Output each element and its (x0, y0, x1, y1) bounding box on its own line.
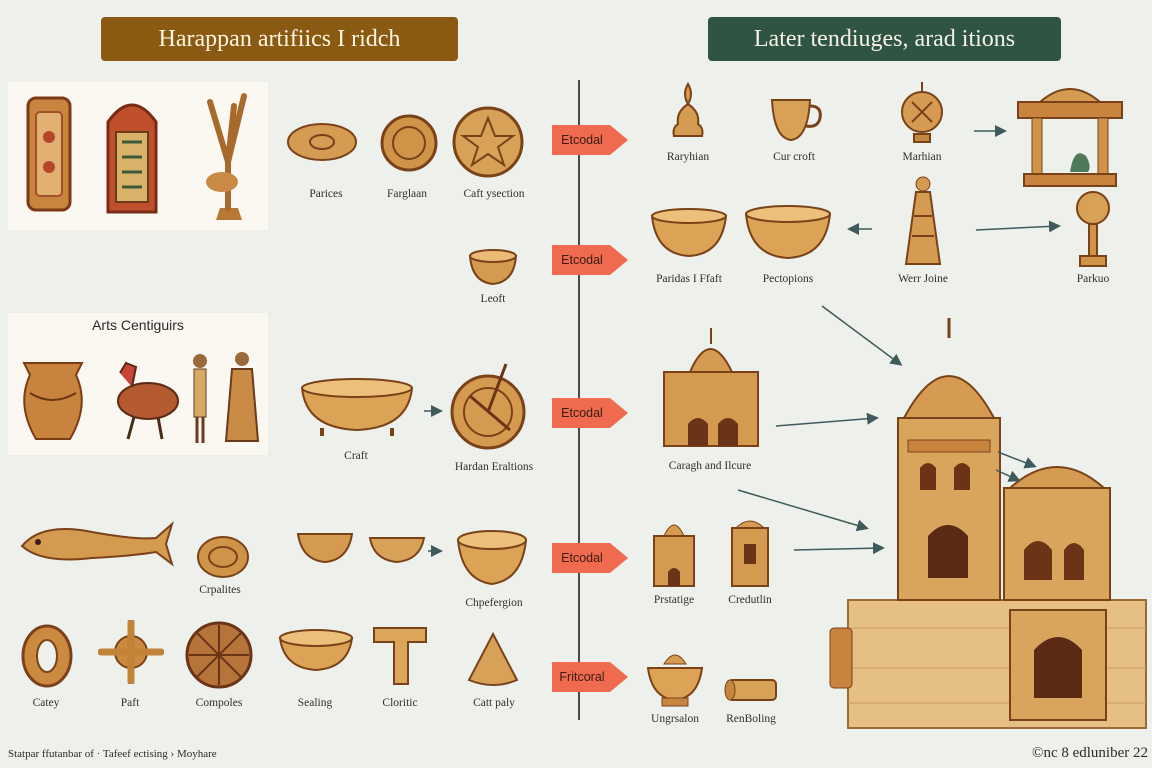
pedestal-disc-artifact (1072, 190, 1114, 270)
transition-tag-5: Fritcoral (552, 662, 628, 692)
transition-tag-2: Etcodal (552, 245, 628, 275)
fish-figure-artifact (18, 520, 176, 568)
label-sealing: Sealing (297, 697, 333, 709)
oil-lamp-artifact (670, 80, 706, 146)
scroll-roller-artifact (722, 674, 782, 706)
large-basin-artifact (298, 376, 416, 440)
spoked-wheel-artifact (184, 620, 254, 690)
panel-title: Arts Centiguirs (92, 317, 184, 333)
small-bowl-artifact (466, 246, 520, 286)
arrow (793, 542, 885, 555)
label-caft-ysection: Caft ysection (463, 188, 525, 200)
footed-bowl-artifact (648, 206, 730, 262)
label-paft: Paft (120, 697, 140, 709)
label-prstatige: Prstatige (653, 594, 695, 606)
transition-tag-3: Etcodal (552, 398, 628, 428)
cylinder-tower-artifact (724, 514, 776, 588)
label-caragh-ilcure: Caragh and Ilcure (668, 460, 752, 472)
label-renboling: RenBoling (726, 713, 776, 725)
panel-mid-artifacts (22, 352, 260, 443)
orb-vessel-artifact (898, 80, 946, 146)
arrow (975, 220, 1061, 233)
label-cloritic: Cloritic (382, 697, 418, 709)
arrow (995, 469, 1021, 482)
cup-artifact (768, 94, 824, 144)
label-parices: Parices (309, 188, 343, 200)
obelisk-artifact (900, 176, 946, 270)
human-figures-icon (193, 352, 260, 443)
label-credutlin: Credutlin (728, 594, 772, 606)
rim-bowl-artifact (454, 526, 530, 588)
cone-artifact (464, 630, 522, 690)
footer-caption: Statpar ffutanbar of · Tafeef ectising ›… (8, 748, 217, 760)
label-raryhian: Raryhian (666, 151, 710, 163)
ring-amulet-artifact (18, 620, 76, 690)
left-section-banner: Harappan artifiics I ridch (101, 17, 458, 61)
label-ungrsalon: Ungrsalon (651, 713, 699, 725)
shallow-tray-artifact (278, 626, 354, 676)
transition-tag-1: Etcodal (552, 125, 628, 155)
ornate-plaque-icon (26, 96, 72, 212)
artifact-panel-arts: Arts Centiguirs (8, 313, 268, 455)
small-temple-artifact (650, 514, 698, 588)
seal-artifact (286, 120, 358, 164)
label-parkuo: Parkuo (1076, 273, 1110, 285)
label-catey: Catey (32, 697, 60, 709)
label-hardan-eraltions: Hardan Eraltions (454, 461, 534, 473)
label-paridas-ffaft: Paridas I Ffaft (656, 273, 722, 285)
domed-palace-artifact (660, 326, 762, 450)
winged-figure-icon (206, 93, 247, 220)
label-crpalites: Crpalites (199, 584, 241, 596)
arrow (737, 489, 869, 532)
shrine-pavilion-artifact (1014, 76, 1126, 190)
arrow (997, 451, 1037, 469)
arrow (821, 305, 903, 366)
label-marhian: Marhian (902, 151, 942, 163)
compass-disc-artifact (450, 360, 528, 450)
label-chpefergion: Chpefergion (465, 597, 523, 609)
bird-figure-icon (117, 361, 179, 440)
label-pectopions: Pectopions (762, 273, 814, 285)
temple-complex-illustration (828, 318, 1148, 730)
label-farglaan: Farglaan (386, 188, 428, 200)
dish-artifact-2 (368, 532, 426, 566)
label-cur-croft: Cur croft (773, 151, 815, 163)
tool-artifact (370, 622, 430, 688)
label-craft: Craft (344, 450, 368, 462)
painted-tablet-icon (106, 103, 158, 214)
artifact-panel-top (8, 82, 268, 230)
arrow (775, 412, 879, 427)
panel-top-artifacts (26, 93, 247, 220)
transition-tag-4: Etcodal (552, 543, 628, 573)
footer-credit: ©nc 8 edluniber 22 (1032, 745, 1148, 761)
label-catt-paly: Catt paly (473, 697, 515, 709)
dish-artifact-1 (296, 524, 354, 564)
lidded-vessel-artifact (644, 646, 706, 708)
label-leoft: Leoft (480, 293, 506, 305)
label-compoles: Compoles (195, 697, 243, 709)
round-plate-artifact (196, 534, 250, 580)
clay-pot-icon (22, 362, 84, 440)
label-werr-joine: Werr Joine (898, 273, 948, 285)
star-disc-artifact (452, 104, 524, 180)
right-section-banner: Later tendiuges, arad itions (708, 17, 1061, 61)
cross-ornament-artifact (98, 620, 164, 684)
wide-bowl-artifact (742, 202, 834, 264)
coin-artifact (380, 112, 438, 174)
